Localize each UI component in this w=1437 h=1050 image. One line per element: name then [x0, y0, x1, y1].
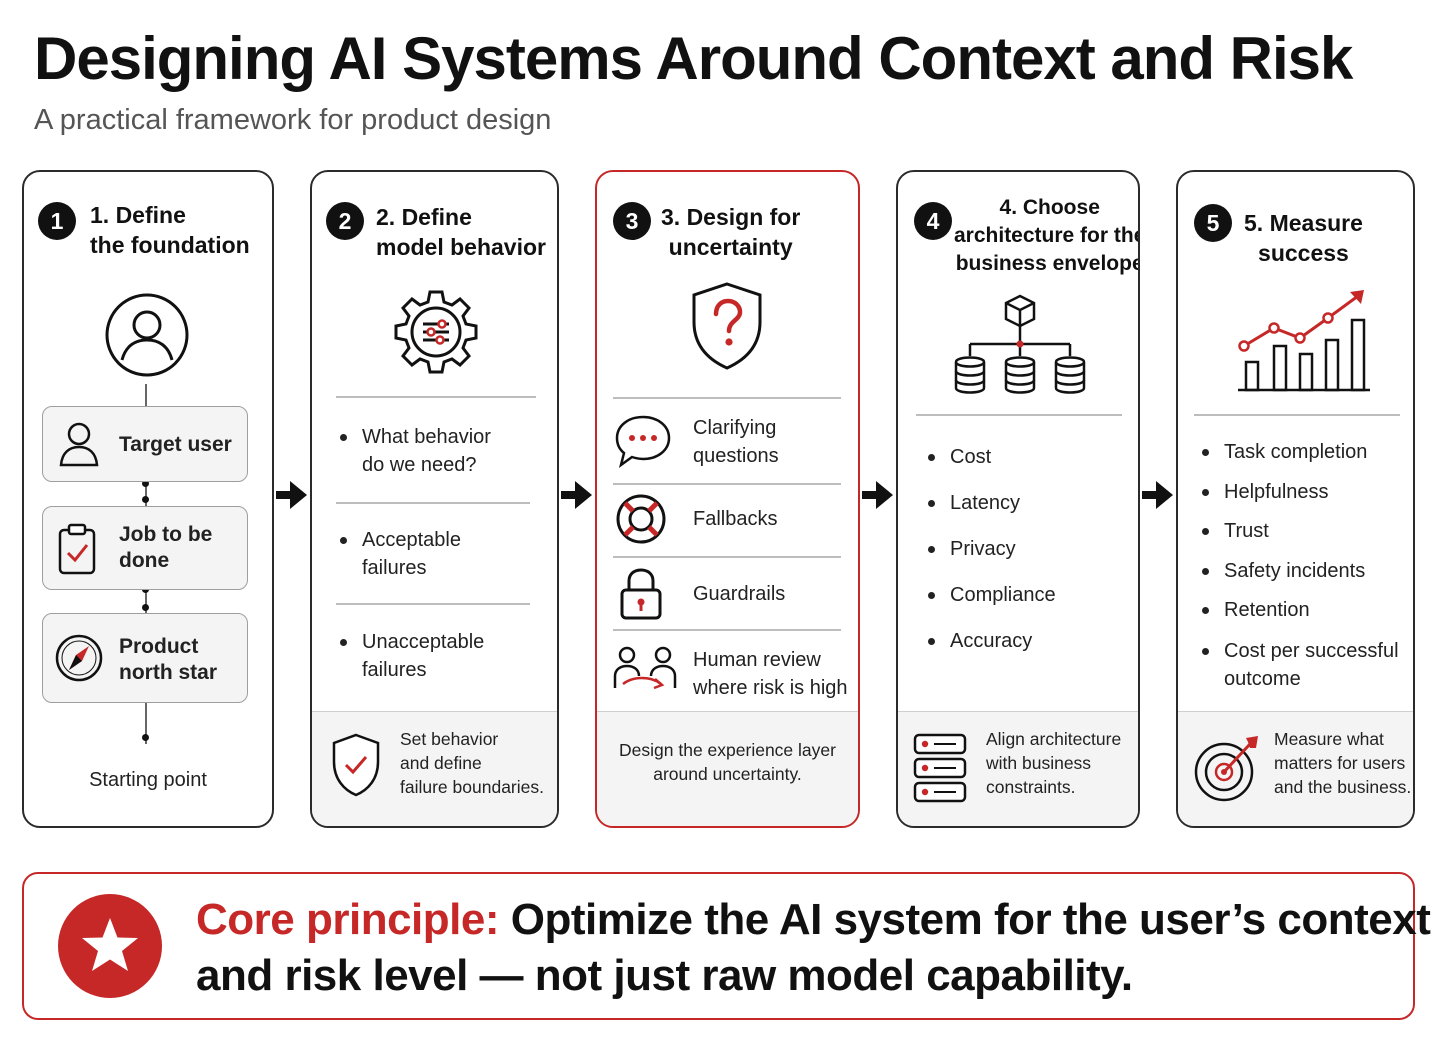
metric-bullet: Helpfulness	[1202, 478, 1329, 506]
flow-arrow-icon	[561, 481, 592, 509]
connector-dot	[142, 496, 149, 503]
flow-arrow-icon	[1142, 481, 1173, 509]
target-icon	[1194, 736, 1258, 802]
uncertainty-row-label: Human review where risk is high	[693, 649, 848, 699]
architecture-icon	[954, 294, 1086, 394]
page-title: Designing AI Systems Around Context and …	[34, 25, 1353, 92]
starting-point-label: Starting point	[89, 769, 207, 791]
step-footer: Set behavior and define failure boundari…	[312, 711, 557, 826]
metric-bullet: Retention	[1202, 596, 1310, 624]
uncertainty-row-label: Guardrails	[693, 583, 786, 605]
step-number-badge: 1	[38, 202, 76, 240]
gear-sliders-icon	[394, 290, 478, 374]
lifebuoy-icon	[616, 494, 666, 544]
flow-arrow-icon	[862, 481, 893, 509]
step-card-2: 2 2. Define model behavior What behavior…	[310, 170, 559, 828]
user-icon	[105, 293, 189, 377]
step-card-5: 5 5. Measure success Task completion Hel…	[1176, 170, 1415, 828]
step-card-1: 1 1. Define the foundation Target user	[22, 170, 274, 828]
connector-dot	[142, 604, 149, 611]
star-icon-glyph	[82, 918, 138, 971]
step-footer-text: Measure what matters for users and the b…	[1274, 729, 1412, 797]
step-number-badge: 5	[1194, 204, 1232, 242]
behavior-bullet: What behavior do we need?	[340, 423, 491, 479]
constraint-bullet: Cost	[927, 443, 991, 471]
core-principle-label: Core principle:	[196, 895, 500, 944]
metric-bullet: Cost per successful outcome	[1202, 637, 1399, 693]
divider	[336, 502, 530, 504]
divider	[613, 397, 841, 399]
divider	[613, 556, 841, 558]
step-header: 5 5. Measure success	[1178, 202, 1413, 282]
foundation-item-label: Target user	[119, 433, 232, 456]
shield-check-icon	[332, 733, 380, 797]
divider	[336, 396, 536, 398]
step-header: 1 1. Define the foundation	[24, 198, 272, 278]
metric-bullet: Task completion	[1201, 438, 1367, 466]
step-title: 1. Define the foundation	[90, 202, 250, 258]
divider	[336, 603, 530, 605]
step-number-badge: 3	[613, 202, 651, 240]
step-card-4: 4 4. Choose architecture for the busines…	[896, 170, 1140, 828]
core-principle-line-2: and risk level — not just raw model capa…	[196, 951, 1133, 1000]
compass-icon	[55, 634, 103, 682]
step-number-badge: 2	[326, 202, 364, 240]
step-footer: Measure what matters for users and the b…	[1178, 711, 1413, 826]
flow-arrow-icon	[276, 481, 307, 509]
clipboard-check-icon	[58, 523, 96, 575]
connector-dot	[142, 734, 149, 741]
step-title: 5. Measure success	[1244, 210, 1363, 266]
foundation-item-job-to-be-done: Job to be done	[42, 506, 248, 590]
server-stack-icon	[913, 733, 967, 803]
divider	[613, 483, 841, 485]
chat-bubble-icon	[615, 415, 671, 469]
constraint-bullet: Latency	[927, 489, 1020, 517]
step-number-badge: 4	[914, 202, 952, 240]
metric-bullet: Safety incidents	[1201, 557, 1365, 585]
constraint-bullet: Accuracy	[927, 627, 1032, 655]
uncertainty-row-label: Fallbacks	[693, 508, 778, 530]
metric-bullet: Trust	[1202, 517, 1269, 545]
foundation-item-label: Job to be done	[119, 523, 213, 572]
divider	[613, 629, 841, 631]
human-review-icon	[613, 646, 677, 690]
divider	[916, 414, 1122, 416]
constraint-bullet: Privacy	[928, 535, 1016, 563]
step-header: 2 2. Define model behavior	[312, 198, 557, 278]
constraint-bullet: Compliance	[928, 581, 1056, 609]
uncertainty-row-label: Clarifying questions	[693, 417, 779, 467]
foundation-item-product-north-star: Product north star	[42, 613, 248, 703]
divider	[1194, 414, 1400, 416]
core-principle-banner: Core principle: Optimize the AI system f…	[22, 872, 1431, 1020]
foundation-item-target-user: Target user	[42, 406, 248, 482]
step-card-3: 3 3. Design for uncertainty Clarifying q…	[595, 170, 860, 828]
step-footer-text: Set behavior and define failure boundari…	[400, 729, 544, 797]
star-icon	[58, 894, 162, 998]
user-icon	[59, 422, 99, 467]
lock-icon	[620, 568, 662, 620]
step-title: 4. Choose architecture for the business …	[954, 196, 1140, 275]
shield-question-icon	[692, 282, 762, 370]
step-footer-text: Align architecture with business constra…	[986, 729, 1122, 797]
connector-dot	[142, 480, 149, 487]
core-principle-line-1: Optimize the AI system for the user’s co…	[510, 895, 1431, 944]
step-header: 3 3. Design for uncertainty	[597, 198, 858, 278]
step-header: 4 4. Choose architecture for the busines…	[898, 194, 1138, 275]
step-footer-text: Design the experience layer around uncer…	[619, 740, 836, 784]
step-title: 2. Define model behavior	[376, 204, 546, 260]
page-subtitle: A practical framework for product design	[34, 104, 552, 136]
growth-chart-icon	[1238, 290, 1370, 392]
step-title: 3. Design for uncertainty	[661, 204, 801, 260]
behavior-bullet: Unacceptable failures	[339, 628, 484, 684]
step-footer: Align architecture with business constra…	[898, 711, 1138, 826]
foundation-item-label: Product north star	[119, 635, 218, 684]
core-principle-text: Core principle: Optimize the AI system f…	[196, 892, 1431, 1004]
behavior-bullet: Acceptable failures	[340, 526, 461, 582]
step-footer: Design the experience layer around uncer…	[597, 711, 858, 826]
